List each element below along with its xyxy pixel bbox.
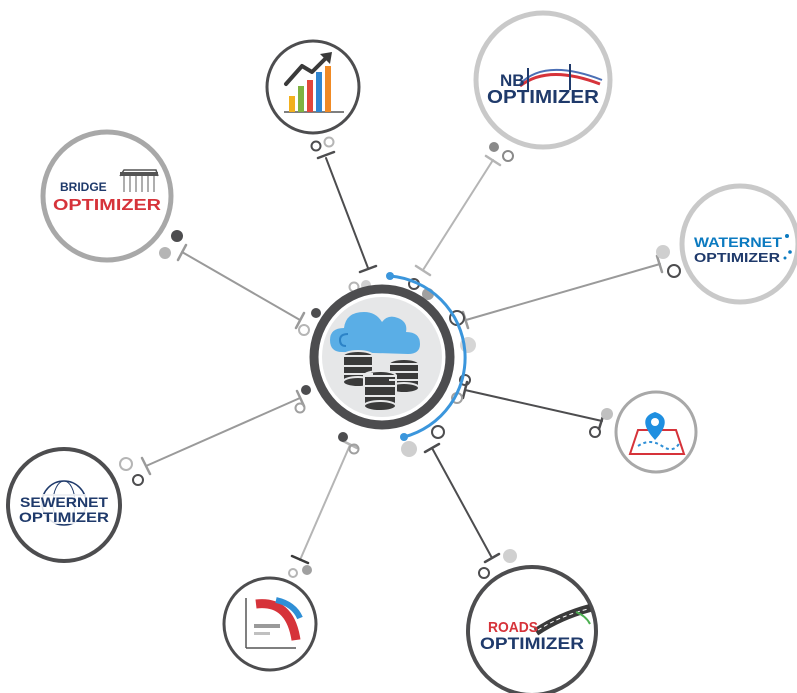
roads-logo-line1: ROADS [488, 619, 538, 636]
bridge-logo-line2: OPTIMIZER [53, 197, 162, 214]
connector-nb [422, 159, 494, 271]
bridge-logo-line1: BRIDGE [60, 180, 107, 194]
connector-gauge [299, 444, 351, 561]
gauge-icon [245, 597, 303, 649]
connectors [145, 157, 661, 561]
gauge-node[interactable] [222, 576, 318, 672]
bridge-optimizer-node[interactable]: BRIDGE OPTIMIZER [40, 129, 174, 263]
connector-caps [140, 150, 664, 565]
waternet-optimizer-node[interactable]: WATERNET OPTIMIZER [679, 183, 797, 305]
nb-optimizer-node[interactable]: NB OPTIMIZER [473, 10, 613, 150]
nb-logo-line2: OPTIMIZER [487, 87, 599, 107]
waternet-logo-line1: WATERNET [694, 234, 783, 250]
sewernet-optimizer-node[interactable]: SEWERNET OPTIMIZER [6, 447, 122, 563]
road-curve-icon [533, 604, 592, 636]
hub-node[interactable] [309, 272, 467, 441]
map-node[interactable] [614, 390, 698, 474]
roads-optimizer-node[interactable]: ROADS OPTIMIZER [466, 565, 598, 693]
water-drops-icon [783, 234, 792, 260]
sewernet-logo-line2: OPTIMIZER [19, 509, 109, 525]
waternet-logo-line2: OPTIMIZER [694, 250, 781, 265]
connector-roads [431, 447, 493, 559]
connector-bridge [181, 251, 301, 321]
chart-node[interactable] [265, 39, 361, 135]
sewernet-logo-line1: SEWERNET [20, 494, 108, 510]
roads-logo-line2: OPTIMIZER [480, 634, 584, 653]
connector-waternet [465, 263, 661, 321]
connector-sewernet [145, 397, 301, 467]
bar-chart-growth-icon [284, 52, 344, 113]
map-pin-icon [628, 412, 686, 455]
connector-chart [325, 157, 369, 269]
bridge-arch-icon [519, 64, 603, 90]
connector-map [464, 389, 603, 422]
bridge-structure-icon [119, 169, 159, 192]
nb-logo-line1: NB [500, 71, 525, 90]
cloud-database-icon [330, 312, 420, 412]
